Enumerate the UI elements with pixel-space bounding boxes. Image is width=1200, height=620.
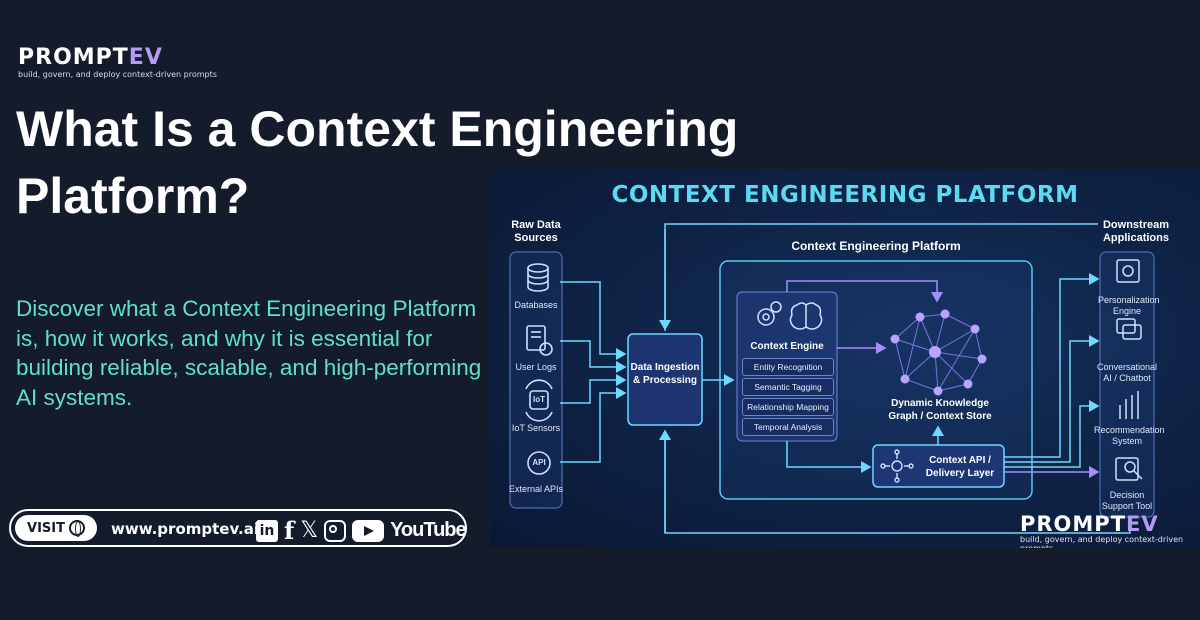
page-description: Discover what a Context Engineering Plat… — [16, 296, 482, 410]
logo-tagline: build, govern, and deploy context-driven… — [18, 70, 217, 79]
app-decision-support: Decision Support Tool — [1101, 490, 1153, 511]
engine-chip: Temporal Analysis — [742, 418, 834, 436]
diagram-connectors — [509, 223, 1155, 534]
source-user-logs: User Logs — [515, 362, 557, 372]
diagram-panel: CONTEXT ENGINEERING PLATFORM Raw Data So… — [490, 169, 1200, 548]
apps-title: Downstream Applications — [1102, 219, 1170, 244]
api-badge: API — [532, 458, 546, 467]
logo-wordmark: PROMPTEV — [18, 45, 163, 70]
visit-bar: VISIT www.promptev.ai in f 𝕏 YouTube — [9, 509, 467, 547]
youtube-icon[interactable] — [352, 519, 385, 542]
brand-logo: PROMPTEV build, govern, and deploy conte… — [18, 45, 217, 80]
source-external-apis: External APIs — [508, 484, 564, 494]
watermark-logo: PROMPTEV build, govern, and deploy conte… — [1020, 512, 1184, 548]
page-title: What Is a Context Engineering Platform? — [16, 101, 739, 224]
social-links: in f 𝕏 YouTube — [256, 516, 467, 545]
facebook-icon[interactable]: f — [284, 516, 295, 545]
app-personalization: Personalization Engine — [1098, 295, 1160, 316]
x-icon[interactable]: 𝕏 — [300, 518, 319, 543]
sources-title: Raw Data Sources — [511, 219, 561, 244]
engine-chip: Entity Recognition — [742, 358, 834, 376]
ingestion-box: Data Ingestion & Processing — [630, 362, 700, 386]
source-databases: Databases — [514, 300, 558, 310]
iot-badge: IoT — [533, 395, 545, 404]
source-iot-sensors: IoT Sensors — [511, 423, 561, 433]
platform-title: Context Engineering Platform — [791, 239, 961, 253]
visit-label: VISIT — [27, 520, 65, 536]
youtube-label[interactable]: YouTube — [390, 519, 467, 541]
api-layer-label: Context API / Delivery Layer — [925, 455, 995, 479]
visit-button[interactable]: VISIT — [15, 515, 97, 541]
instagram-icon[interactable] — [324, 519, 347, 542]
engine-chip: Semantic Tagging — [742, 378, 834, 396]
globe-icon — [68, 520, 85, 537]
engine-chip: Relationship Mapping — [742, 398, 834, 416]
website-link[interactable]: www.promptev.ai — [111, 520, 259, 538]
linkedin-icon[interactable]: in — [256, 519, 278, 542]
knowledge-graph-label: Dynamic Knowledge Graph / Context Store — [888, 398, 992, 422]
app-chatbot: Conversational AI / Chatbot — [1096, 362, 1158, 383]
diagram-header: CONTEXT ENGINEERING PLATFORM — [611, 182, 1079, 208]
engine-title: Context Engine — [750, 341, 824, 352]
app-recommendation: Recommendation System — [1094, 425, 1165, 446]
